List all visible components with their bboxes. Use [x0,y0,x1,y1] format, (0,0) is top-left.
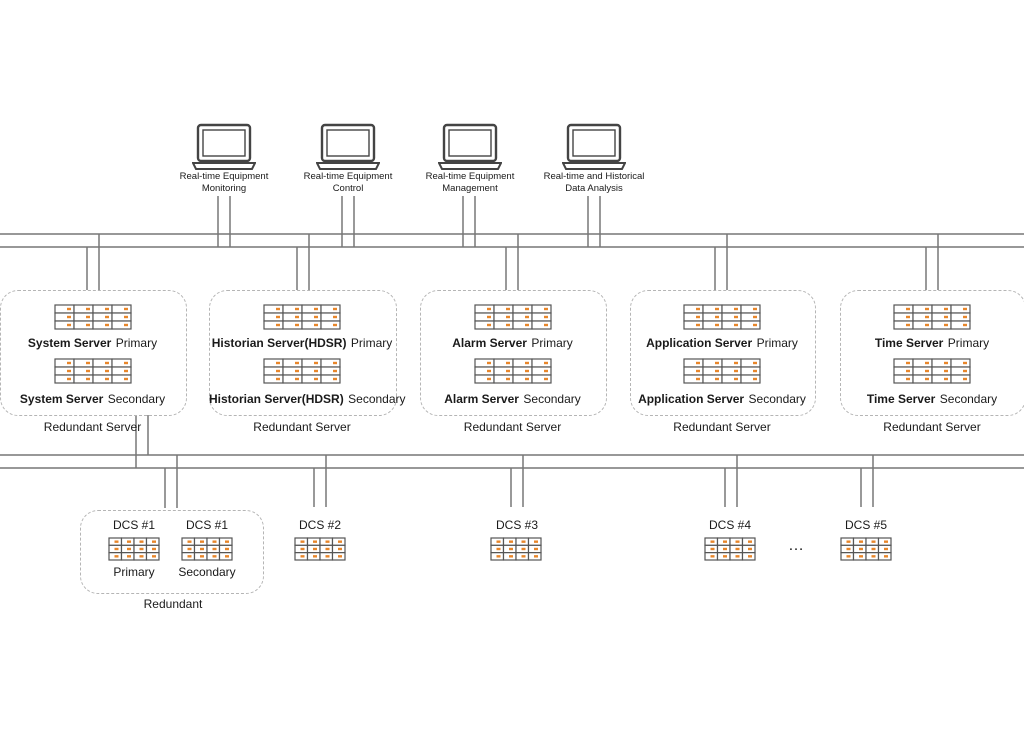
dcs3-label: DCS #3 [495,518,539,532]
secondary-server-label: Application Server Secondary [630,391,814,407]
workstation-3 [437,123,503,176]
dcs1-primary-label: DCS #1 [112,518,156,532]
more-nodes-ellipsis: … [788,537,804,554]
secondary-server-label: Time Server Secondary [840,391,1024,407]
dcs4-label: DCS #4 [708,518,752,532]
dcs-redundant-group [80,510,264,594]
server-rack-primary-icon [893,304,971,330]
redundant-server-group [420,290,607,416]
server-role: Secondary [939,392,998,406]
redundant-server-caption: Redundant Server [253,420,351,434]
primary-server-label: System Server Primary [0,335,185,351]
laptop-icon [561,123,627,170]
primary-server-label: Time Server Primary [840,335,1024,351]
redundant-server-caption: Redundant Server [43,420,142,434]
server-name: Application Server [646,336,753,350]
redundant-server-caption: Redundant Server [883,420,981,434]
server-name: Alarm Server [452,336,527,350]
workstation-4 [561,123,627,176]
dcs5-rack-icon [840,537,892,561]
server-rack-primary-icon [683,304,761,330]
server-name: Historian Server(HDSR) [211,336,347,350]
server-rack-primary-icon [53,304,132,330]
server-rack-secondary-icon [893,358,971,384]
primary-server-label: Application Server Primary [630,335,814,351]
secondary-server-label: Alarm Server Secondary [420,391,605,407]
server-role: Secondary [348,392,406,406]
server-rack-secondary-icon [53,358,132,384]
server-name: Time Server [866,392,936,406]
server-name: Application Server [638,392,745,406]
workstation-label: Real-time Equipment Management [425,171,515,194]
dcs3-rack-icon [490,537,542,561]
workstation-label: Real-time Equipment Monitoring [179,171,269,194]
redundant-server-group [0,290,187,416]
server-role: Secondary [748,392,806,406]
dcs-redundant-caption: Redundant [143,597,203,611]
secondary-server-label: Historian Server(HDSR) Secondary [209,391,406,407]
dcs1-secondary-label: DCS #1 [185,518,229,532]
workstation-1 [191,123,257,176]
dcs1-secondary-role: Secondary [178,565,236,579]
server-role: Secondary [523,392,581,406]
server-role: Primary [947,336,990,350]
workstation-label: Real-time and Historical Data Analysis [543,171,645,194]
redundant-server-group [630,290,816,416]
dcs5-label: DCS #5 [844,518,888,532]
server-role: Primary [115,336,158,350]
secondary-server-label: System Server Secondary [0,391,185,407]
laptop-icon [437,123,503,170]
primary-server-label: Historian Server(HDSR) Primary [209,335,395,351]
server-rack-secondary-icon [473,358,552,384]
redundant-server-caption: Redundant Server [673,420,771,434]
redundant-server-caption: Redundant Server [463,420,562,434]
dcs2-label: DCS #2 [298,518,342,532]
primary-server-label: Alarm Server Primary [420,335,605,351]
server-rack-secondary-icon [263,358,341,384]
server-name: System Server [27,336,112,350]
server-rack-primary-icon [473,304,552,330]
dcs2-rack-icon [294,537,346,561]
redundant-server-group [840,290,1024,416]
server-role: Secondary [107,392,166,406]
server-role: Primary [531,336,573,350]
server-name: Alarm Server [444,392,519,406]
server-role: Primary [350,336,393,350]
server-rack-primary-icon [263,304,341,330]
server-name: System Server [19,392,104,406]
workstation-label: Real-time Equipment Control [303,171,393,194]
dcs1-secondary-rack-icon [181,537,233,561]
dcs1-primary-role: Primary [113,565,155,579]
workstation-2 [315,123,381,176]
laptop-icon [315,123,381,170]
server-rack-secondary-icon [683,358,761,384]
dcs1-primary-rack-icon [108,537,160,561]
redundant-server-group [209,290,397,416]
server-name: Time Server [874,336,944,350]
dcs4-rack-icon [704,537,756,561]
server-name: Historian Server(HDSR) [209,392,344,406]
server-role: Primary [756,336,798,350]
laptop-icon [191,123,257,170]
